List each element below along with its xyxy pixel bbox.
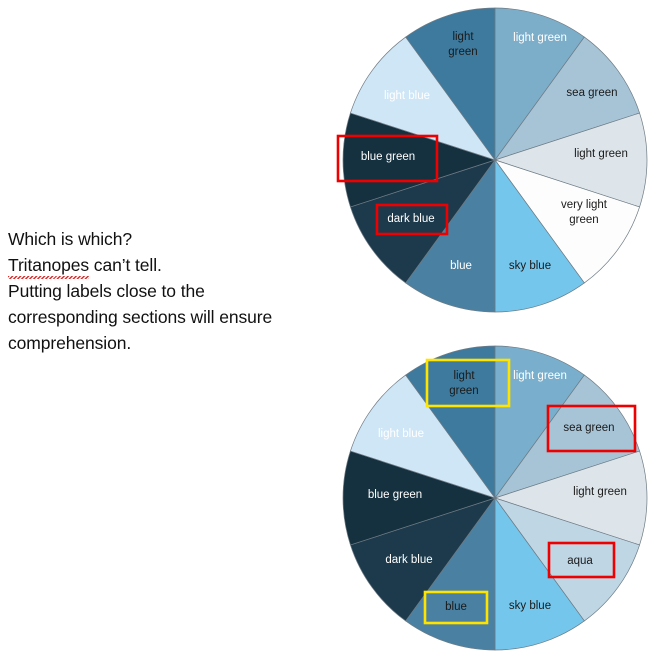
- pie-slice-label: light green: [513, 370, 567, 382]
- highlight-box-light-green: [425, 358, 511, 408]
- pie-top-sectors: [342, 7, 648, 313]
- pie-slice[interactable]: [494, 158, 585, 313]
- pie-slice[interactable]: [405, 7, 496, 162]
- pie-slice[interactable]: [493, 450, 648, 546]
- highlight-box-sea-green: [546, 404, 637, 453]
- misspelled-word: Tritanopes: [8, 252, 89, 279]
- pie-top-highlight-boxes: [336, 134, 449, 236]
- pie-slice-label: sky blue: [509, 600, 551, 612]
- pie-slice-label: light blue: [384, 90, 430, 102]
- highlight-box-aqua: [547, 541, 616, 579]
- pie-bottom-labels: light green sea green light green aqua sky b…: [368, 370, 627, 613]
- caption-line-3: Putting labels close to the: [8, 281, 205, 301]
- pie-slice-label: light green: [573, 486, 627, 498]
- pie-top-labels: light green sea green light green very ligh…: [361, 31, 628, 272]
- pie-slice-label: dark blue: [387, 213, 434, 225]
- pie-slice[interactable]: [494, 7, 585, 162]
- pie-chart-bottom: light green sea green light green aqua sky b…: [0, 338, 661, 663]
- caption-line-1: Which is which?: [8, 229, 132, 249]
- pie-chart-top-svg: light green sea green light green very ligh…: [336, 7, 648, 313]
- pie-slice-label: blue: [450, 260, 472, 272]
- pie-slice-label: aqua: [567, 555, 593, 567]
- pie-slice-label: sea green: [563, 422, 614, 434]
- pie-slice[interactable]: [342, 450, 497, 546]
- pie-slice[interactable]: [349, 374, 496, 499]
- caption-line-2-rest: can’t tell.: [89, 255, 162, 275]
- caption-line-5: comprehension.: [8, 333, 132, 353]
- pie-chart-bottom-svg: light green sea green light green aqua sky b…: [342, 345, 648, 651]
- pie-bottom-highlight-boxes: [423, 358, 637, 625]
- pie-chart-top: light green sea green light green very ligh…: [336, 7, 648, 313]
- pie-slice[interactable]: [494, 36, 641, 161]
- pie-slice-label: light green: [574, 148, 628, 160]
- pie-slice-label: blue green: [361, 151, 415, 163]
- pie-slice-label: blue green: [368, 489, 422, 501]
- pie-bottom-sectors: [342, 345, 648, 651]
- pie-slice[interactable]: [405, 158, 496, 313]
- pie-slice[interactable]: [494, 159, 641, 284]
- pie-slice[interactable]: [405, 496, 496, 651]
- highlight-box-dark-blue: [375, 203, 449, 236]
- pie-slice-label: sea green: [566, 87, 617, 99]
- pie-slice[interactable]: [349, 159, 496, 284]
- pie-slice-label: dark blue: [385, 554, 432, 566]
- pie-slice-label: sky blue: [509, 260, 551, 272]
- pie-slice[interactable]: [349, 497, 496, 622]
- caption-text-block: Which is which? Tritanopes can’t tell. P…: [8, 226, 348, 356]
- pie-slice[interactable]: [493, 112, 648, 208]
- pie-slice[interactable]: [494, 497, 641, 622]
- pie-slice[interactable]: [494, 345, 585, 500]
- highlight-box-blue-green: [336, 134, 439, 183]
- pie-slice-label: light blue: [378, 428, 424, 440]
- pie-slice[interactable]: [494, 496, 585, 651]
- caption-line-4: corresponding sections will ensure: [8, 307, 273, 327]
- pie-slice-label: light green: [513, 32, 567, 44]
- caption-line-2: Tritanopes can’t tell.: [8, 252, 348, 279]
- pie-slice[interactable]: [349, 36, 496, 161]
- highlight-box-blue: [423, 590, 489, 625]
- pie-slice-label: blue: [445, 601, 467, 613]
